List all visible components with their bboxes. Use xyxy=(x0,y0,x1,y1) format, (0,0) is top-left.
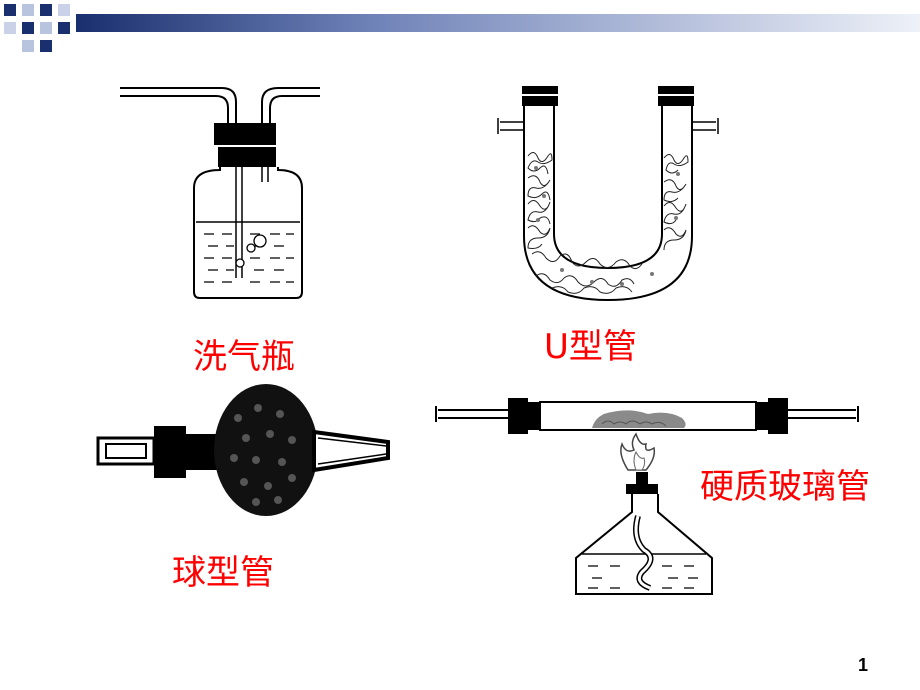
u-tube-diagram xyxy=(497,86,719,302)
page-number: 1 xyxy=(857,655,868,675)
label-bulb-tube: 球型管 xyxy=(172,553,274,593)
bulb-tube-diagram xyxy=(96,384,390,516)
label-hard-glass-tube: 硬质玻璃管 xyxy=(700,467,870,507)
gas-washing-bottle-diagram xyxy=(120,87,320,299)
header-gradient-bar xyxy=(76,14,920,32)
label-gas-washing-bottle: 洗气瓶 xyxy=(193,337,295,377)
hard-glass-tube-diagram xyxy=(435,398,859,595)
header-decoration xyxy=(4,4,920,52)
label-u-tube: U型管 xyxy=(544,327,637,367)
